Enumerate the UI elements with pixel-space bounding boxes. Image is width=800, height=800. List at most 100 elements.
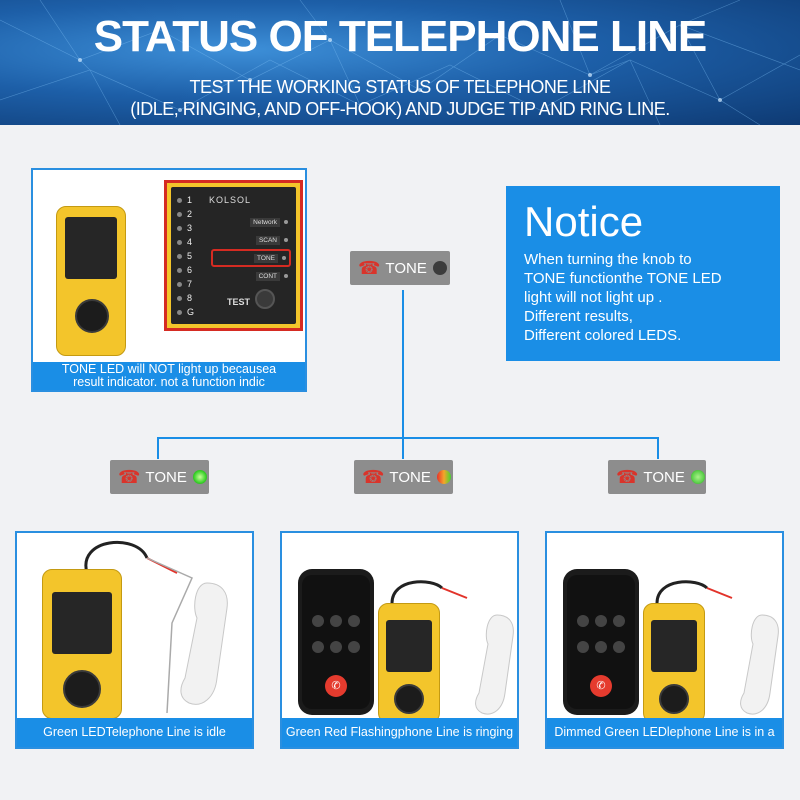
scenario-card-call: ✆ Dimmed Green LEDlephone Line is in a c…	[545, 531, 784, 749]
function-label: SCAN	[255, 235, 280, 245]
tone-label: TONE	[643, 468, 685, 486]
notice-line-4: Different results,	[524, 308, 633, 325]
led-dot	[177, 295, 182, 301]
led-number: 8	[187, 293, 193, 303]
telephone-icon: ☎	[118, 466, 141, 487]
led-number: 6	[187, 265, 193, 275]
phone-screen: ✆	[302, 575, 370, 709]
end-call-icon: ✆	[325, 675, 347, 697]
tester-panel	[65, 217, 117, 279]
subtitle-line-2: (IDLE, RINGING, AND OFF-HOOK) AND JUDGE …	[130, 99, 670, 119]
smartphone: ✆	[298, 569, 374, 715]
function-led	[284, 238, 288, 242]
tester-device	[378, 603, 440, 723]
notice-box: Notice When turning the knob to TONE fun…	[506, 186, 780, 361]
led-row: 7	[177, 277, 205, 291]
scenario-caption: Green LEDTelephone Line is idle	[17, 718, 252, 747]
scenario-caption: Dimmed Green LEDlephone Line is in a cal…	[547, 718, 782, 747]
telephone-handset-icon	[180, 582, 228, 705]
tone-label: TONE	[145, 468, 187, 486]
telephone-icon: ☎	[362, 466, 385, 487]
function-label: CONT	[255, 271, 280, 281]
cable-wires	[655, 580, 733, 604]
led-number: 2	[187, 209, 193, 219]
notice-line-2: TONE functionthe TONE LED	[524, 270, 722, 287]
telephone-icon: ☎	[616, 466, 639, 487]
smartphone: ✆	[563, 569, 639, 715]
led-dot	[177, 267, 182, 273]
wire-drop-right	[657, 437, 659, 459]
function-led	[284, 274, 288, 278]
notice-line-1: When turning the knob to	[524, 251, 692, 268]
led-number: 5	[187, 251, 193, 261]
test-label: TEST	[227, 297, 251, 307]
tone-label: TONE	[389, 468, 431, 486]
tone-indicator-call: ☎ TONE	[608, 460, 706, 494]
tester-device-small	[56, 206, 126, 356]
led-number: 1	[187, 195, 193, 205]
led-number: 4	[187, 237, 193, 247]
led-row: 1	[177, 193, 205, 207]
led-row: 8	[177, 291, 205, 305]
led-dot	[177, 239, 182, 245]
telephone-icon: ☎	[358, 257, 381, 278]
tester-knob	[75, 299, 109, 333]
led-number: 3	[187, 223, 193, 233]
tester-knob	[63, 670, 101, 708]
tester-panel	[651, 620, 697, 672]
function-label: TONE	[254, 253, 278, 263]
tone-led-dim-green	[690, 470, 705, 484]
tone-led-off	[432, 261, 447, 275]
tone-indicator-top: ☎ TONE	[350, 251, 450, 285]
tone-label: TONE	[385, 259, 427, 277]
wire-vertical-top	[402, 290, 404, 438]
function-row: CONT	[211, 267, 291, 285]
end-call-icon: ✆	[590, 675, 612, 697]
led-number: G	[187, 307, 195, 317]
function-row: SCAN	[211, 231, 291, 249]
tester-knob	[394, 684, 424, 714]
tester-device	[42, 569, 122, 719]
notice-text: When turning the knob to TONE functionth…	[524, 250, 762, 345]
led-row: 4	[177, 235, 205, 249]
title-banner: STATUS OF TELEPHONE LINE TEST THE WORKIN…	[0, 0, 800, 125]
led-row: G	[177, 305, 205, 319]
function-led	[284, 220, 288, 224]
wire-drop-middle	[402, 437, 404, 459]
led-dot	[177, 281, 182, 287]
led-row: 6	[177, 263, 205, 277]
led-dot	[177, 253, 182, 259]
tone-led-green	[192, 470, 207, 484]
tester-panel	[386, 620, 432, 672]
subtitle-line-1: TEST THE WORKING STATUS OF TELEPHONE LIN…	[189, 77, 611, 97]
network-background-graphic	[0, 0, 800, 125]
function-row: TONE	[211, 249, 291, 267]
notice-line-5: Different colored LEDS.	[524, 327, 682, 344]
scenario-card-idle: Green LEDTelephone Line is idle	[15, 531, 254, 749]
device-card-caption: TONE LED will NOT light up becausea resu…	[33, 362, 305, 390]
page-subtitle: TEST THE WORKING STATUS OF TELEPHONE LIN…	[0, 76, 800, 120]
brand-logo: KOLSOL	[209, 195, 252, 205]
led-dot	[177, 211, 182, 217]
tone-indicator-idle: ☎ TONE	[110, 460, 209, 494]
wire-horizontal	[157, 437, 659, 439]
led-row: 2	[177, 207, 205, 221]
function-label: Network	[250, 217, 280, 227]
led-dot	[177, 197, 182, 203]
telephone-handset-icon	[740, 614, 779, 715]
telephone-handset-icon	[475, 614, 514, 715]
page-title: STATUS OF TELEPHONE LINE	[93, 12, 707, 61]
wire-drop-left	[157, 437, 159, 459]
cable-wires	[84, 540, 193, 714]
led-row: 5	[177, 249, 205, 263]
led-number: 7	[187, 279, 193, 289]
function-row: Network	[211, 213, 291, 231]
tester-knob	[659, 684, 689, 714]
phone-screen: ✆	[567, 575, 635, 709]
cable-wires	[390, 580, 468, 604]
notice-line-3: light will not light up .	[524, 289, 663, 306]
